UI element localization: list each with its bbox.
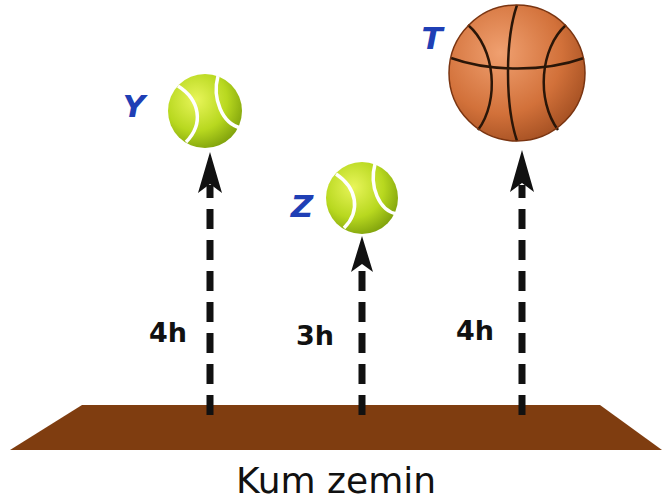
height-label: 3h [296,322,334,349]
height-label: 4h [456,317,494,344]
basketball [449,5,585,141]
tennis-ball [326,162,398,234]
ball-letter: Y [123,91,145,122]
sand-ground [10,405,662,450]
tennis-ball [168,74,242,148]
height-label: 4h [149,319,187,346]
ball-letter: Z [291,191,313,222]
ground-label: Kum zemin [236,463,436,499]
ball-letter: T [421,23,442,54]
arrow-heads [198,150,534,272]
